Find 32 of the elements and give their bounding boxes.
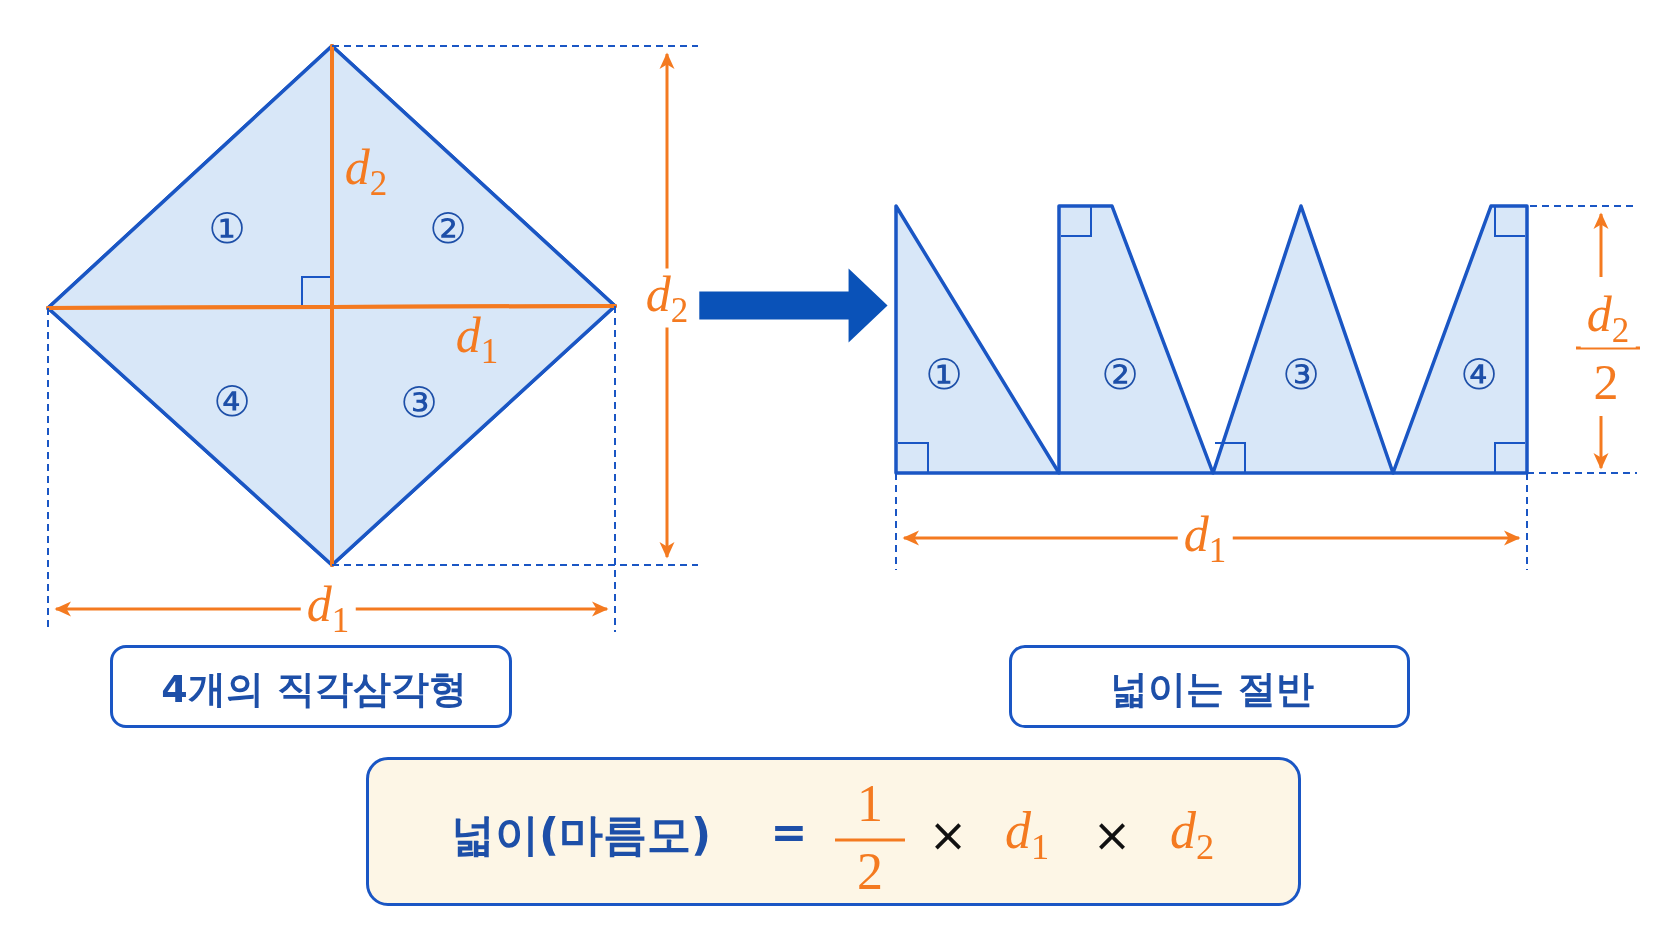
trapezoid — [1059, 206, 1213, 473]
formula-term: d$_{1}$ — [1004, 804, 1050, 866]
caption-text: 넓이는 절반 — [1110, 670, 1314, 708]
triangle — [332, 46, 615, 307]
circled-number: ① — [925, 354, 963, 396]
times-sign: × — [928, 812, 968, 858]
caption-box — [110, 645, 512, 728]
circled-number: ③ — [1282, 354, 1320, 396]
diagonal-label: d$_{1}$ — [454, 309, 500, 369]
circled-number: ④ — [1460, 354, 1498, 396]
caption-box — [1009, 645, 1410, 728]
triangle — [48, 46, 332, 308]
formula-text: = — [770, 810, 808, 854]
caption-text: 4개의 직각삼각형 — [161, 670, 467, 708]
triangle — [1213, 206, 1393, 473]
formula-term: 2 — [857, 846, 883, 898]
diagonal-label: d$_{2}$ — [343, 141, 389, 201]
times-sign: × — [1092, 812, 1132, 858]
circled-number: ③ — [400, 382, 438, 424]
circled-number: ① — [208, 208, 246, 250]
circled-number: ④ — [213, 381, 251, 423]
formula-text: 넓이(마름모) — [450, 813, 712, 857]
triangle — [332, 306, 615, 565]
circled-number: ② — [429, 208, 467, 250]
formula-term: d$_{2}$ — [1169, 804, 1215, 866]
triangle — [48, 307, 332, 565]
trapezoid — [1393, 206, 1527, 473]
formula-box — [366, 757, 1301, 906]
arrow — [699, 268, 888, 343]
formula-term: 1 — [857, 778, 883, 830]
circled-number: ② — [1101, 354, 1139, 396]
triangle — [896, 206, 1059, 473]
